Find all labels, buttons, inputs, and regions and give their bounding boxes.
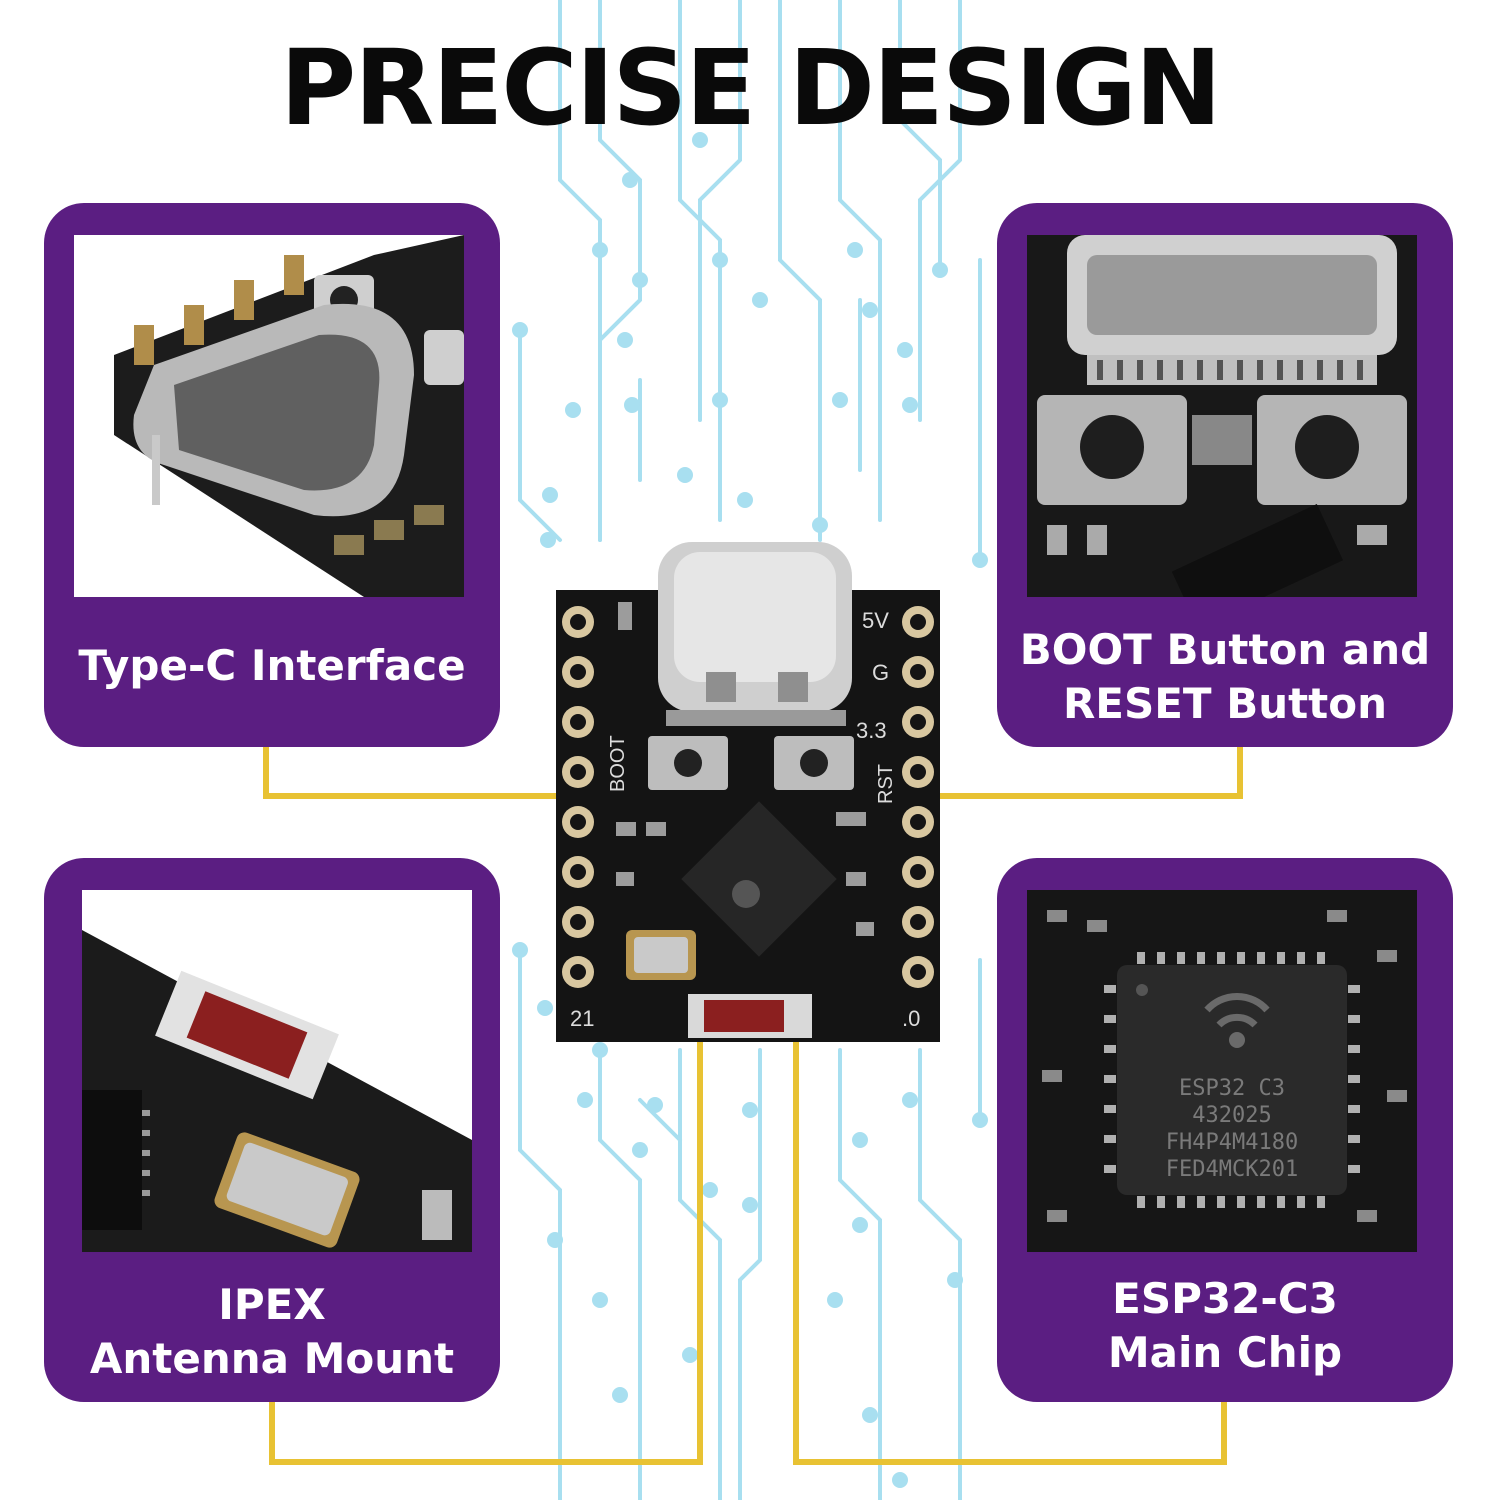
- card-boot-reset-button: BOOT Button and RESET Button: [997, 203, 1453, 747]
- pin-label-g: G: [872, 660, 889, 685]
- pin-label-5v: 5V: [862, 608, 889, 633]
- card-label: ESP32-C3 Main Chip: [1107, 1274, 1343, 1377]
- card-label: IPEX Antenna Mount: [89, 1280, 455, 1383]
- pin-label-rst: RST: [875, 764, 897, 804]
- ipex-photo: [82, 890, 472, 1252]
- boot-reset-photo: [1027, 235, 1417, 597]
- pin-label-boot: BOOT: [607, 735, 629, 792]
- card-type-c-interface: Type-C Interface: [44, 203, 500, 747]
- pin-label-0: .0: [902, 1006, 920, 1031]
- page-title: PRECISE DESIGN: [280, 27, 1222, 149]
- chip-photo: ESP32 C3 432025 FH4P4M4180 FED4MCK201: [1027, 890, 1417, 1252]
- chip-text-line: 432025: [1192, 1103, 1271, 1128]
- pin-label-3v3: 3.3: [856, 718, 887, 743]
- pin-label-21: 21: [570, 1006, 594, 1031]
- card-label: BOOT Button and RESET Button: [1019, 625, 1431, 728]
- chip-text-line: FH4P4M4180: [1166, 1130, 1298, 1155]
- card-label: Type-C Interface: [78, 641, 466, 690]
- chip-text-line: FED4MCK201: [1166, 1157, 1298, 1182]
- type-c-photo: [74, 235, 464, 597]
- card-esp32-c3-main-chip: ESP32 C3 432025 FH4P4M4180 FED4MCK201 ES…: [997, 858, 1453, 1402]
- card-ipex-antenna-mount: IPEX Antenna Mount: [44, 858, 500, 1402]
- chip-text-line: ESP32 C3: [1179, 1076, 1285, 1101]
- esp32-c3-board: 5V G 3.3 21 .0 BOOT RST: [556, 542, 940, 1042]
